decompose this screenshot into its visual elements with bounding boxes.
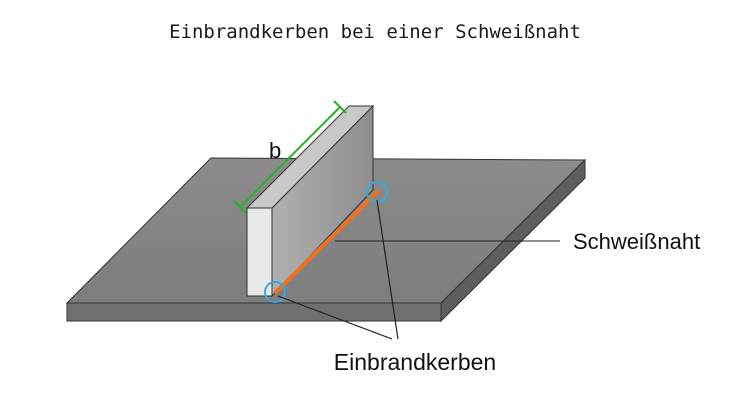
undercut-leader-back [376, 199, 399, 340]
undercut-leader-front [277, 295, 393, 340]
dimension-line [239, 106, 341, 208]
diagram-title: Einbrandkerben bei einer Schweißnaht [169, 21, 581, 43]
weld-seam-line [274, 190, 379, 294]
wall-front-face [246, 207, 273, 297]
plate-front-edge [66, 302, 442, 322]
undercut-marker-front [264, 281, 286, 303]
dimension-tick-start [233, 200, 247, 214]
upright-wall [245, 104, 375, 298]
dimension-b [233, 100, 347, 214]
undercuts-label: Einbrandkerben [334, 349, 496, 375]
dimension-label-b: b [269, 138, 281, 163]
dimension-tick-end [333, 100, 347, 114]
weld-seam-label: Schweißnaht [573, 229, 700, 254]
